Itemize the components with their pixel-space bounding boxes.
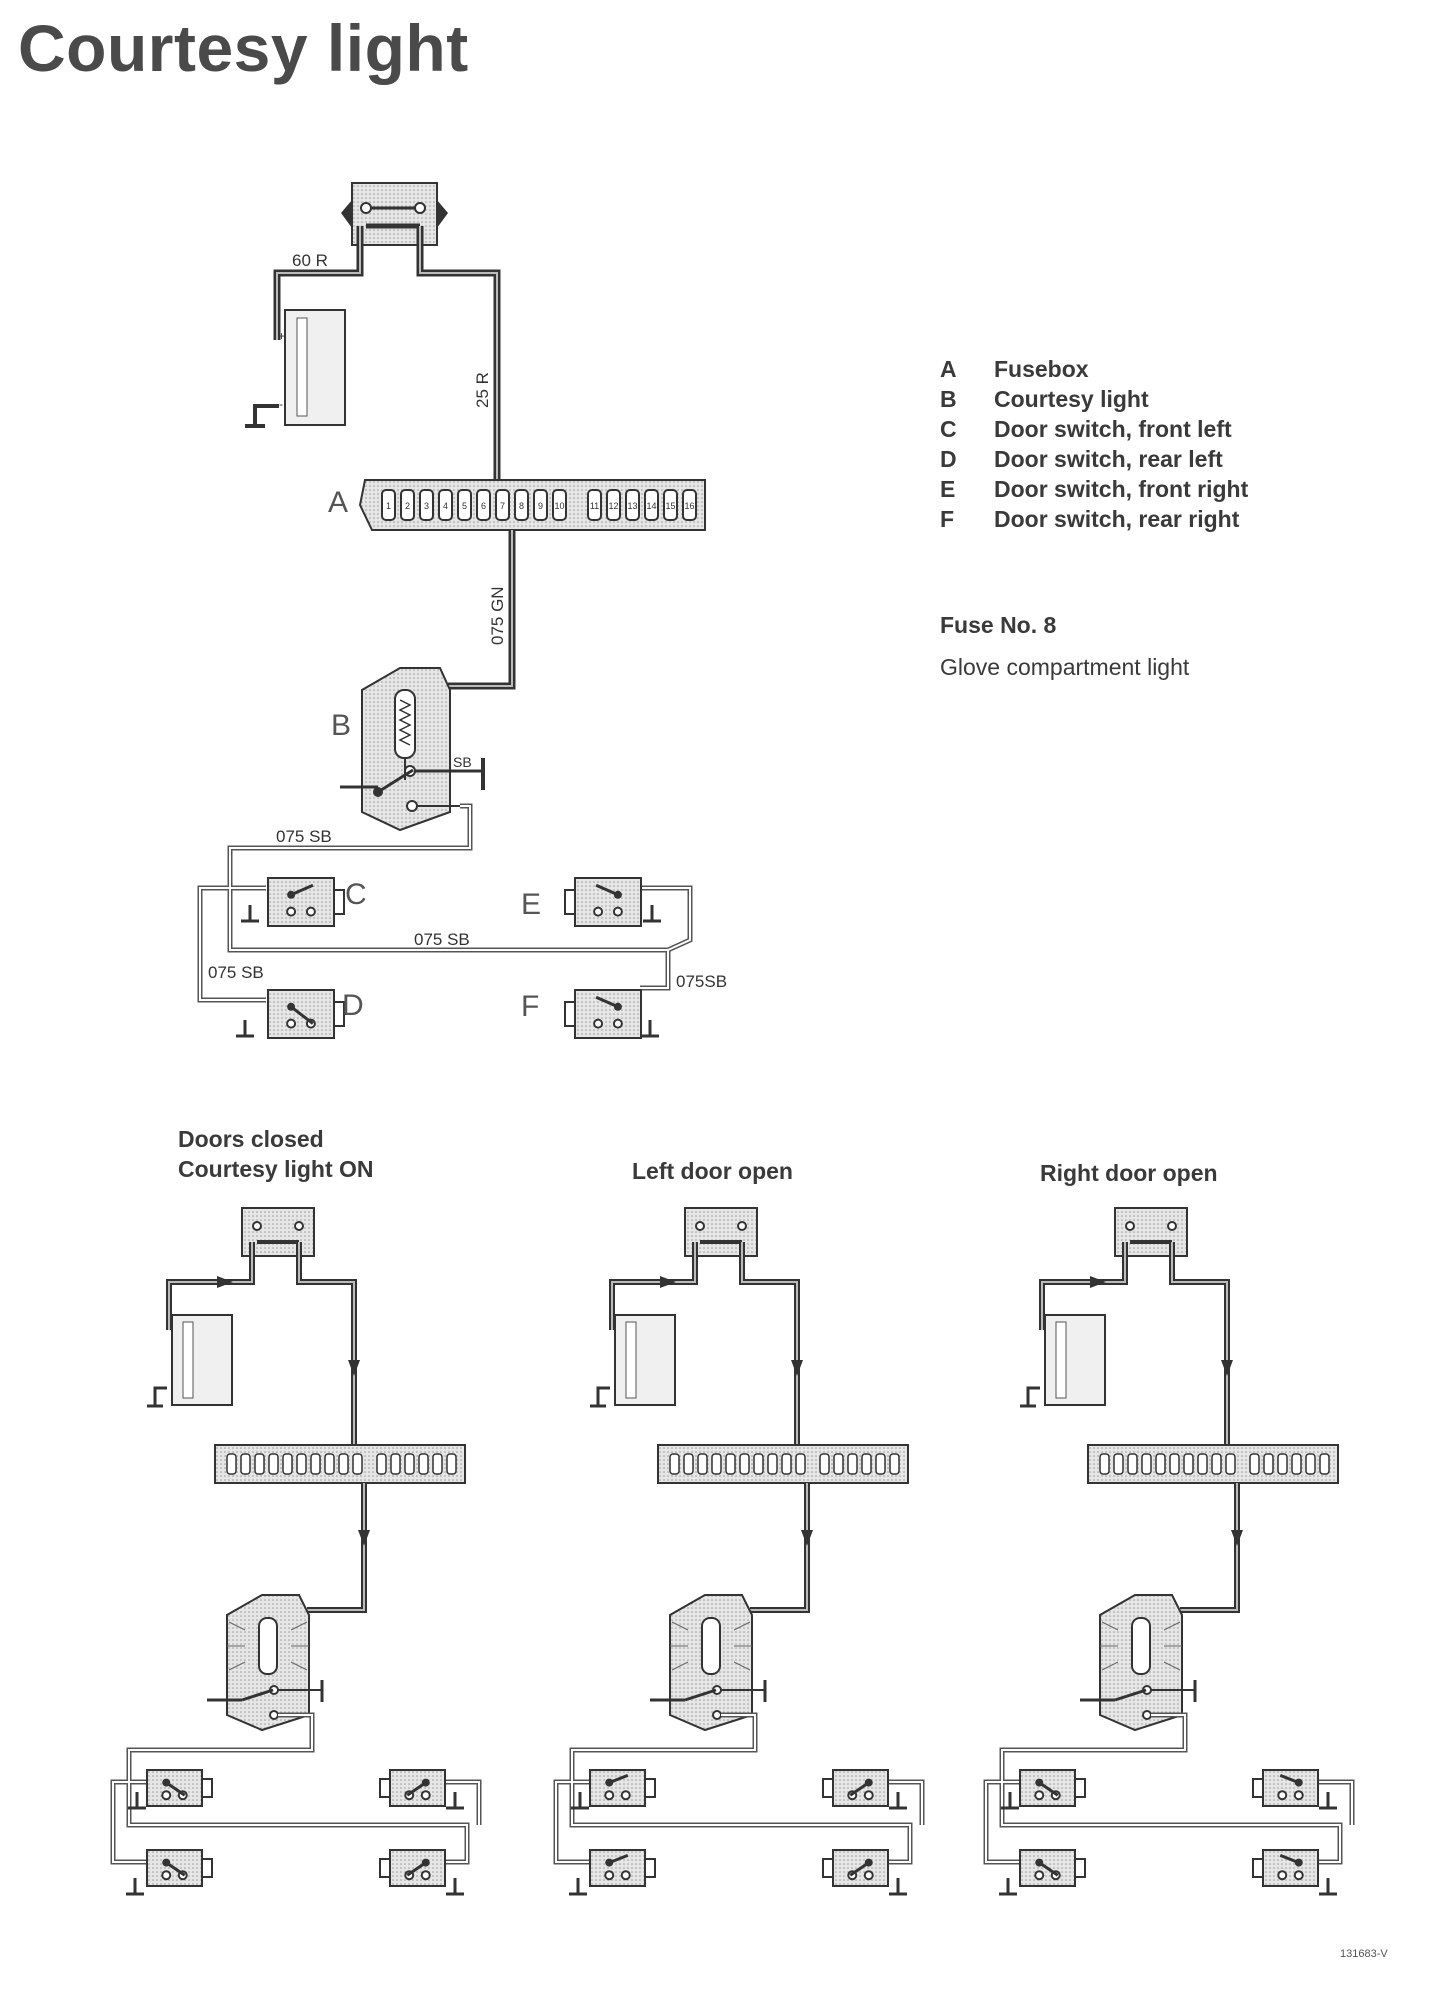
page-title: Courtesy light <box>18 11 469 85</box>
door-switch <box>146 1769 213 1807</box>
fuse-number: 15 <box>665 501 675 511</box>
door-switch <box>267 877 345 927</box>
door-switch <box>564 877 642 927</box>
component-label-c: C <box>345 878 367 911</box>
door-switch <box>146 1849 213 1887</box>
wire-label-25r: 25 R <box>473 372 492 408</box>
component-label-e: E <box>521 888 541 921</box>
door-switch <box>589 1769 656 1807</box>
component-label-a: A <box>328 486 348 519</box>
fuse-description: Glove compartment light <box>940 654 1190 680</box>
door-switch <box>822 1849 889 1887</box>
fuse-number: 1 <box>386 501 391 511</box>
state-diagrams <box>110 1207 1355 1896</box>
fuse-number: 6 <box>481 501 486 511</box>
state-diagram <box>110 1207 482 1896</box>
courtesy-light-b <box>340 667 485 832</box>
fuse-number: 4 <box>443 501 448 511</box>
door-switch <box>379 1849 446 1887</box>
wire-label-075sb-top: 075 SB <box>276 827 332 846</box>
component-label-b: B <box>331 709 351 742</box>
door-switch <box>267 989 345 1039</box>
wire-label-60r: 60 R <box>292 251 328 270</box>
fuse-number: 10 <box>554 501 564 511</box>
fuse-number: 2 <box>405 501 410 511</box>
fuse-number: 16 <box>684 501 694 511</box>
fuse-number: 12 <box>608 501 618 511</box>
wire-label-075gn: 075 GN <box>488 586 507 645</box>
state-caption-right-door-open: Right door open <box>1040 1160 1218 1186</box>
figure-reference: 131683-V <box>1340 1948 1388 1960</box>
fuse-number: 11 <box>590 501 599 511</box>
door-switch <box>1252 1769 1319 1807</box>
fuse-number: 8 <box>519 501 524 511</box>
door-switch <box>1019 1769 1086 1807</box>
wire-25r <box>416 226 501 480</box>
door-switch <box>1252 1849 1319 1887</box>
fuse-number: 14 <box>646 501 656 511</box>
battery-minus-label: - <box>279 397 283 411</box>
door-switch <box>589 1849 656 1887</box>
fuse-number: 3 <box>424 501 429 511</box>
battery: + - <box>278 309 346 426</box>
wire-label-sb: SB <box>453 754 472 770</box>
state-diagram <box>983 1207 1355 1896</box>
component-label-d: D <box>342 989 364 1022</box>
battery-plus-label: + <box>278 329 285 343</box>
fuse-number: 13 <box>627 501 637 511</box>
wire-label-075sb-right: 075SB <box>676 972 727 991</box>
state-caption-doors-closed: Doors closed Courtesy light ON <box>178 1126 374 1182</box>
fuse-title: Fuse No. 8 <box>940 612 1057 638</box>
fuse-number: 5 <box>462 501 467 511</box>
wire-label-075sb-left: 075 SB <box>208 963 264 982</box>
state-diagram <box>553 1207 925 1896</box>
door-switch <box>564 989 642 1039</box>
state-caption-left-door-open: Left door open <box>632 1158 793 1184</box>
component-label-f: F <box>521 990 539 1023</box>
door-switch <box>1019 1849 1086 1887</box>
fuse-number: 7 <box>500 501 505 511</box>
ignition-connector <box>341 182 448 246</box>
door-switch <box>379 1769 446 1807</box>
door-switch <box>822 1769 889 1807</box>
fuse-number: 9 <box>538 501 543 511</box>
wire-label-075sb-middle: 075 SB <box>414 930 470 949</box>
